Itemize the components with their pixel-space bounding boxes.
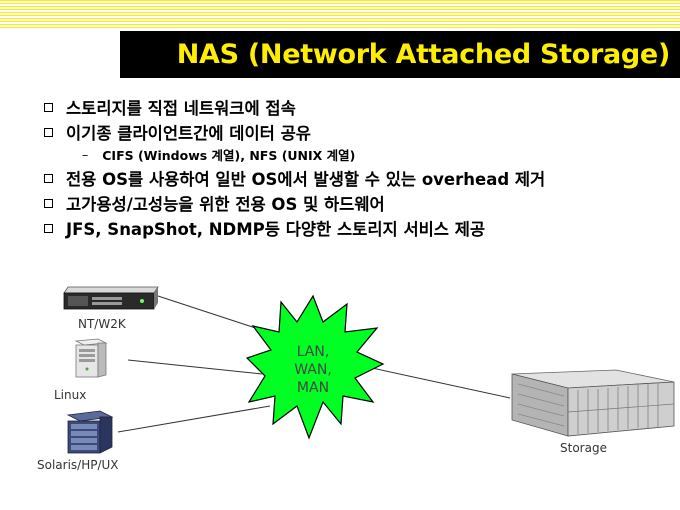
bullet-text: 이기종 클라이언트간에 데이터 공유 bbox=[66, 123, 311, 143]
sub-bullet-text: CIFS (Windows 계열), NFS (UNIX 계열) bbox=[102, 148, 356, 163]
rack-server-icon bbox=[63, 286, 159, 310]
node-label-solaris: Solaris/HP/UX bbox=[37, 458, 119, 472]
bullet-box-icon bbox=[44, 199, 53, 208]
connection-line-linux bbox=[127, 359, 263, 375]
bullet-box-icon bbox=[44, 128, 53, 137]
dash-icon: – bbox=[82, 147, 89, 162]
bullet-text: JFS, SnapShot, NDMP등 다양한 스토리지 서비스 제공 bbox=[66, 219, 486, 239]
bullet-item: 이기종 클라이언트간에 데이터 공유 bbox=[44, 119, 674, 144]
connection-line-storage bbox=[371, 367, 511, 399]
header-stripes bbox=[0, 0, 680, 30]
bullet-box-icon bbox=[44, 103, 53, 112]
unix-server-icon bbox=[66, 410, 114, 454]
network-label-wan: WAN, bbox=[294, 362, 332, 378]
storage-array-icon bbox=[511, 369, 675, 437]
bullet-item: 전용 OS를 사용하여 일반 OS에서 발생할 수 있는 overhead 제거 bbox=[44, 165, 674, 190]
bullet-item: 고가용성/고성능을 위한 전용 OS 및 하드웨어 bbox=[44, 190, 674, 215]
slide-title: NAS (Network Attached Storage) bbox=[176, 39, 671, 70]
connection-line-solaris bbox=[117, 405, 271, 433]
bullet-box-icon bbox=[44, 174, 53, 183]
network-label-lan: LAN, bbox=[297, 344, 330, 360]
bullet-text: 스토리지를 직접 네트워크에 접속 bbox=[66, 98, 296, 118]
bullet-item: 스토리지를 직접 네트워크에 접속 bbox=[44, 94, 674, 119]
bullet-text: 전용 OS를 사용하여 일반 OS에서 발생할 수 있는 overhead 제거 bbox=[66, 169, 546, 189]
title-bar: NAS (Network Attached Storage) bbox=[120, 31, 680, 78]
bullet-item: JFS, SnapShot, NDMP등 다양한 스토리지 서비스 제공 bbox=[44, 215, 674, 240]
node-label-linux: Linux bbox=[54, 388, 87, 402]
node-label-storage: Storage bbox=[560, 441, 607, 455]
bullet-list: 스토리지를 직접 네트워크에 접속 이기종 클라이언트간에 데이터 공유 – C… bbox=[44, 94, 674, 240]
bullet-box-icon bbox=[44, 224, 53, 233]
bullet-text: 고가용성/고성능을 위한 전용 OS 및 하드웨어 bbox=[66, 194, 385, 214]
node-label-nt: NT/W2K bbox=[78, 317, 126, 331]
network-label-man: MAN bbox=[297, 380, 329, 396]
tower-server-icon bbox=[74, 338, 108, 378]
sub-bullet-item: – CIFS (Windows 계열), NFS (UNIX 계열) bbox=[44, 144, 674, 165]
network-cloud-icon: LAN, WAN, MAN bbox=[245, 294, 385, 440]
